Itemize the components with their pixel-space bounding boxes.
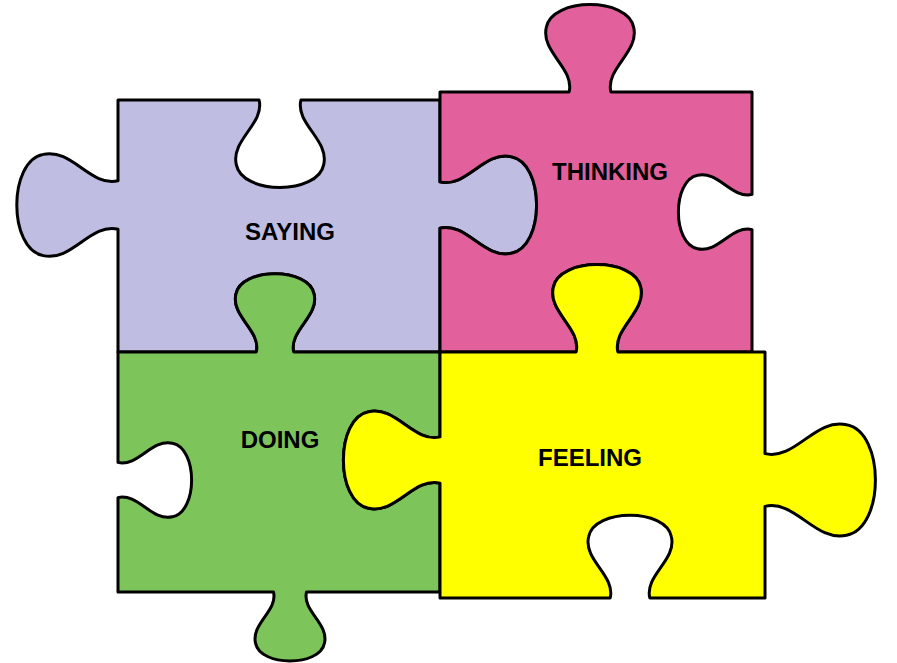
puzzle-shape [343,265,875,598]
piece-label: DOING [241,427,320,453]
feeling-piece: FEELING [332,254,887,608]
puzzle-outline [332,254,887,608]
piece-label: FEELING [538,445,642,471]
piece-label: SAYING [245,219,335,245]
piece-label: THINKING [552,159,668,185]
